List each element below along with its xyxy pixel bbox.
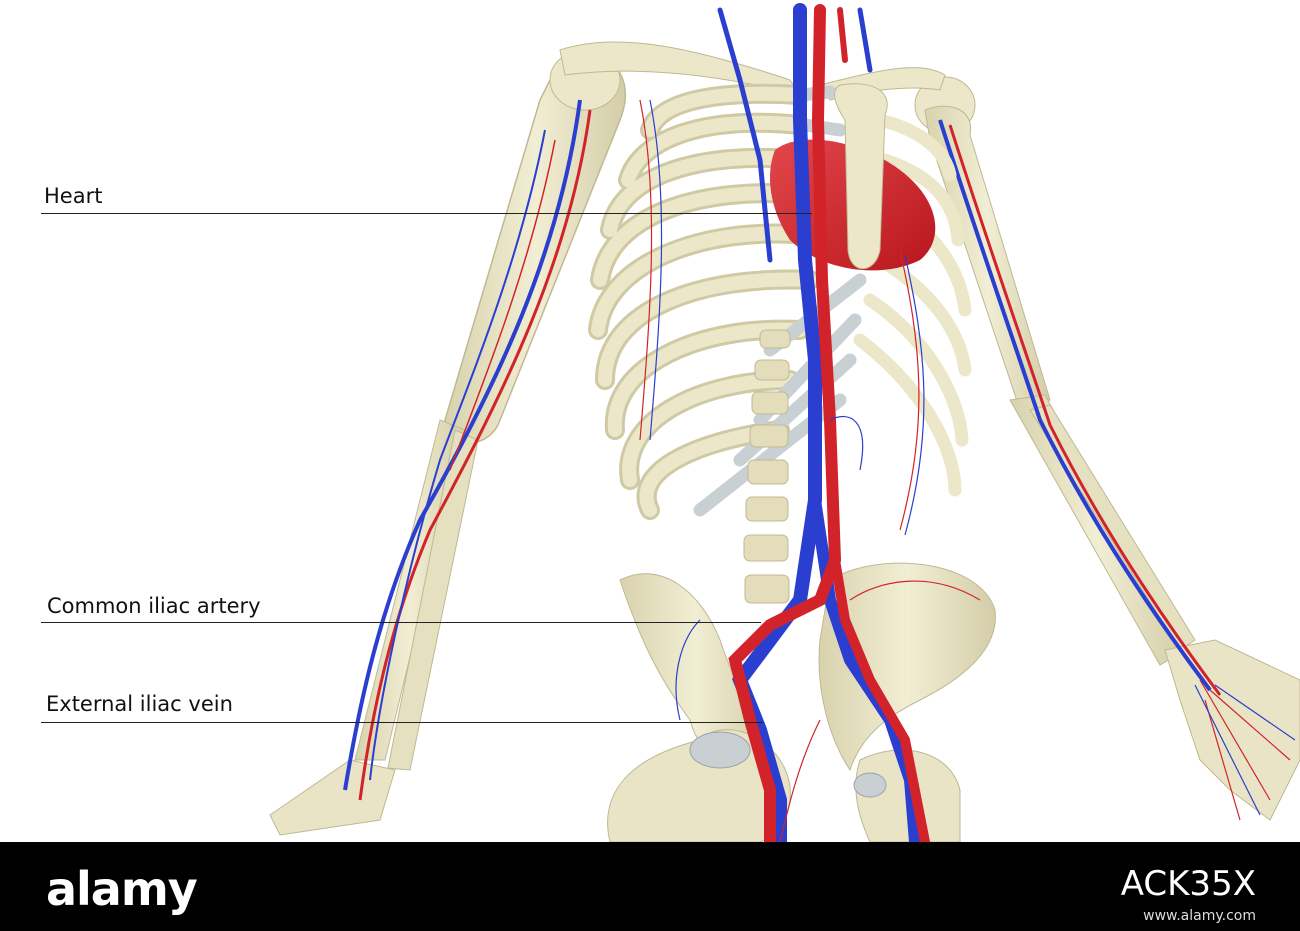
branch-vessels — [639, 99, 981, 842]
left-arm — [914, 76, 1300, 821]
leader-line-external-iliac-vein — [41, 722, 763, 723]
label-common-iliac-artery: Common iliac artery — [47, 594, 261, 618]
sternum — [834, 83, 888, 270]
leader-line-heart — [41, 213, 812, 214]
alamy-logo: alamy — [46, 862, 198, 916]
label-external-iliac-vein: External iliac vein — [46, 692, 233, 716]
image-id: ACK35X — [1120, 864, 1256, 904]
label-heart: Heart — [44, 184, 103, 208]
spine — [743, 329, 791, 604]
footer-url: www.alamy.com — [1143, 908, 1256, 924]
skeleton-circulatory-illustration — [269, 3, 1300, 842]
right-arm — [269, 49, 626, 836]
leader-line-common-iliac-artery — [41, 622, 761, 623]
stock-footer-bar: alamy ACK35X www.alamy.com — [0, 842, 1300, 931]
